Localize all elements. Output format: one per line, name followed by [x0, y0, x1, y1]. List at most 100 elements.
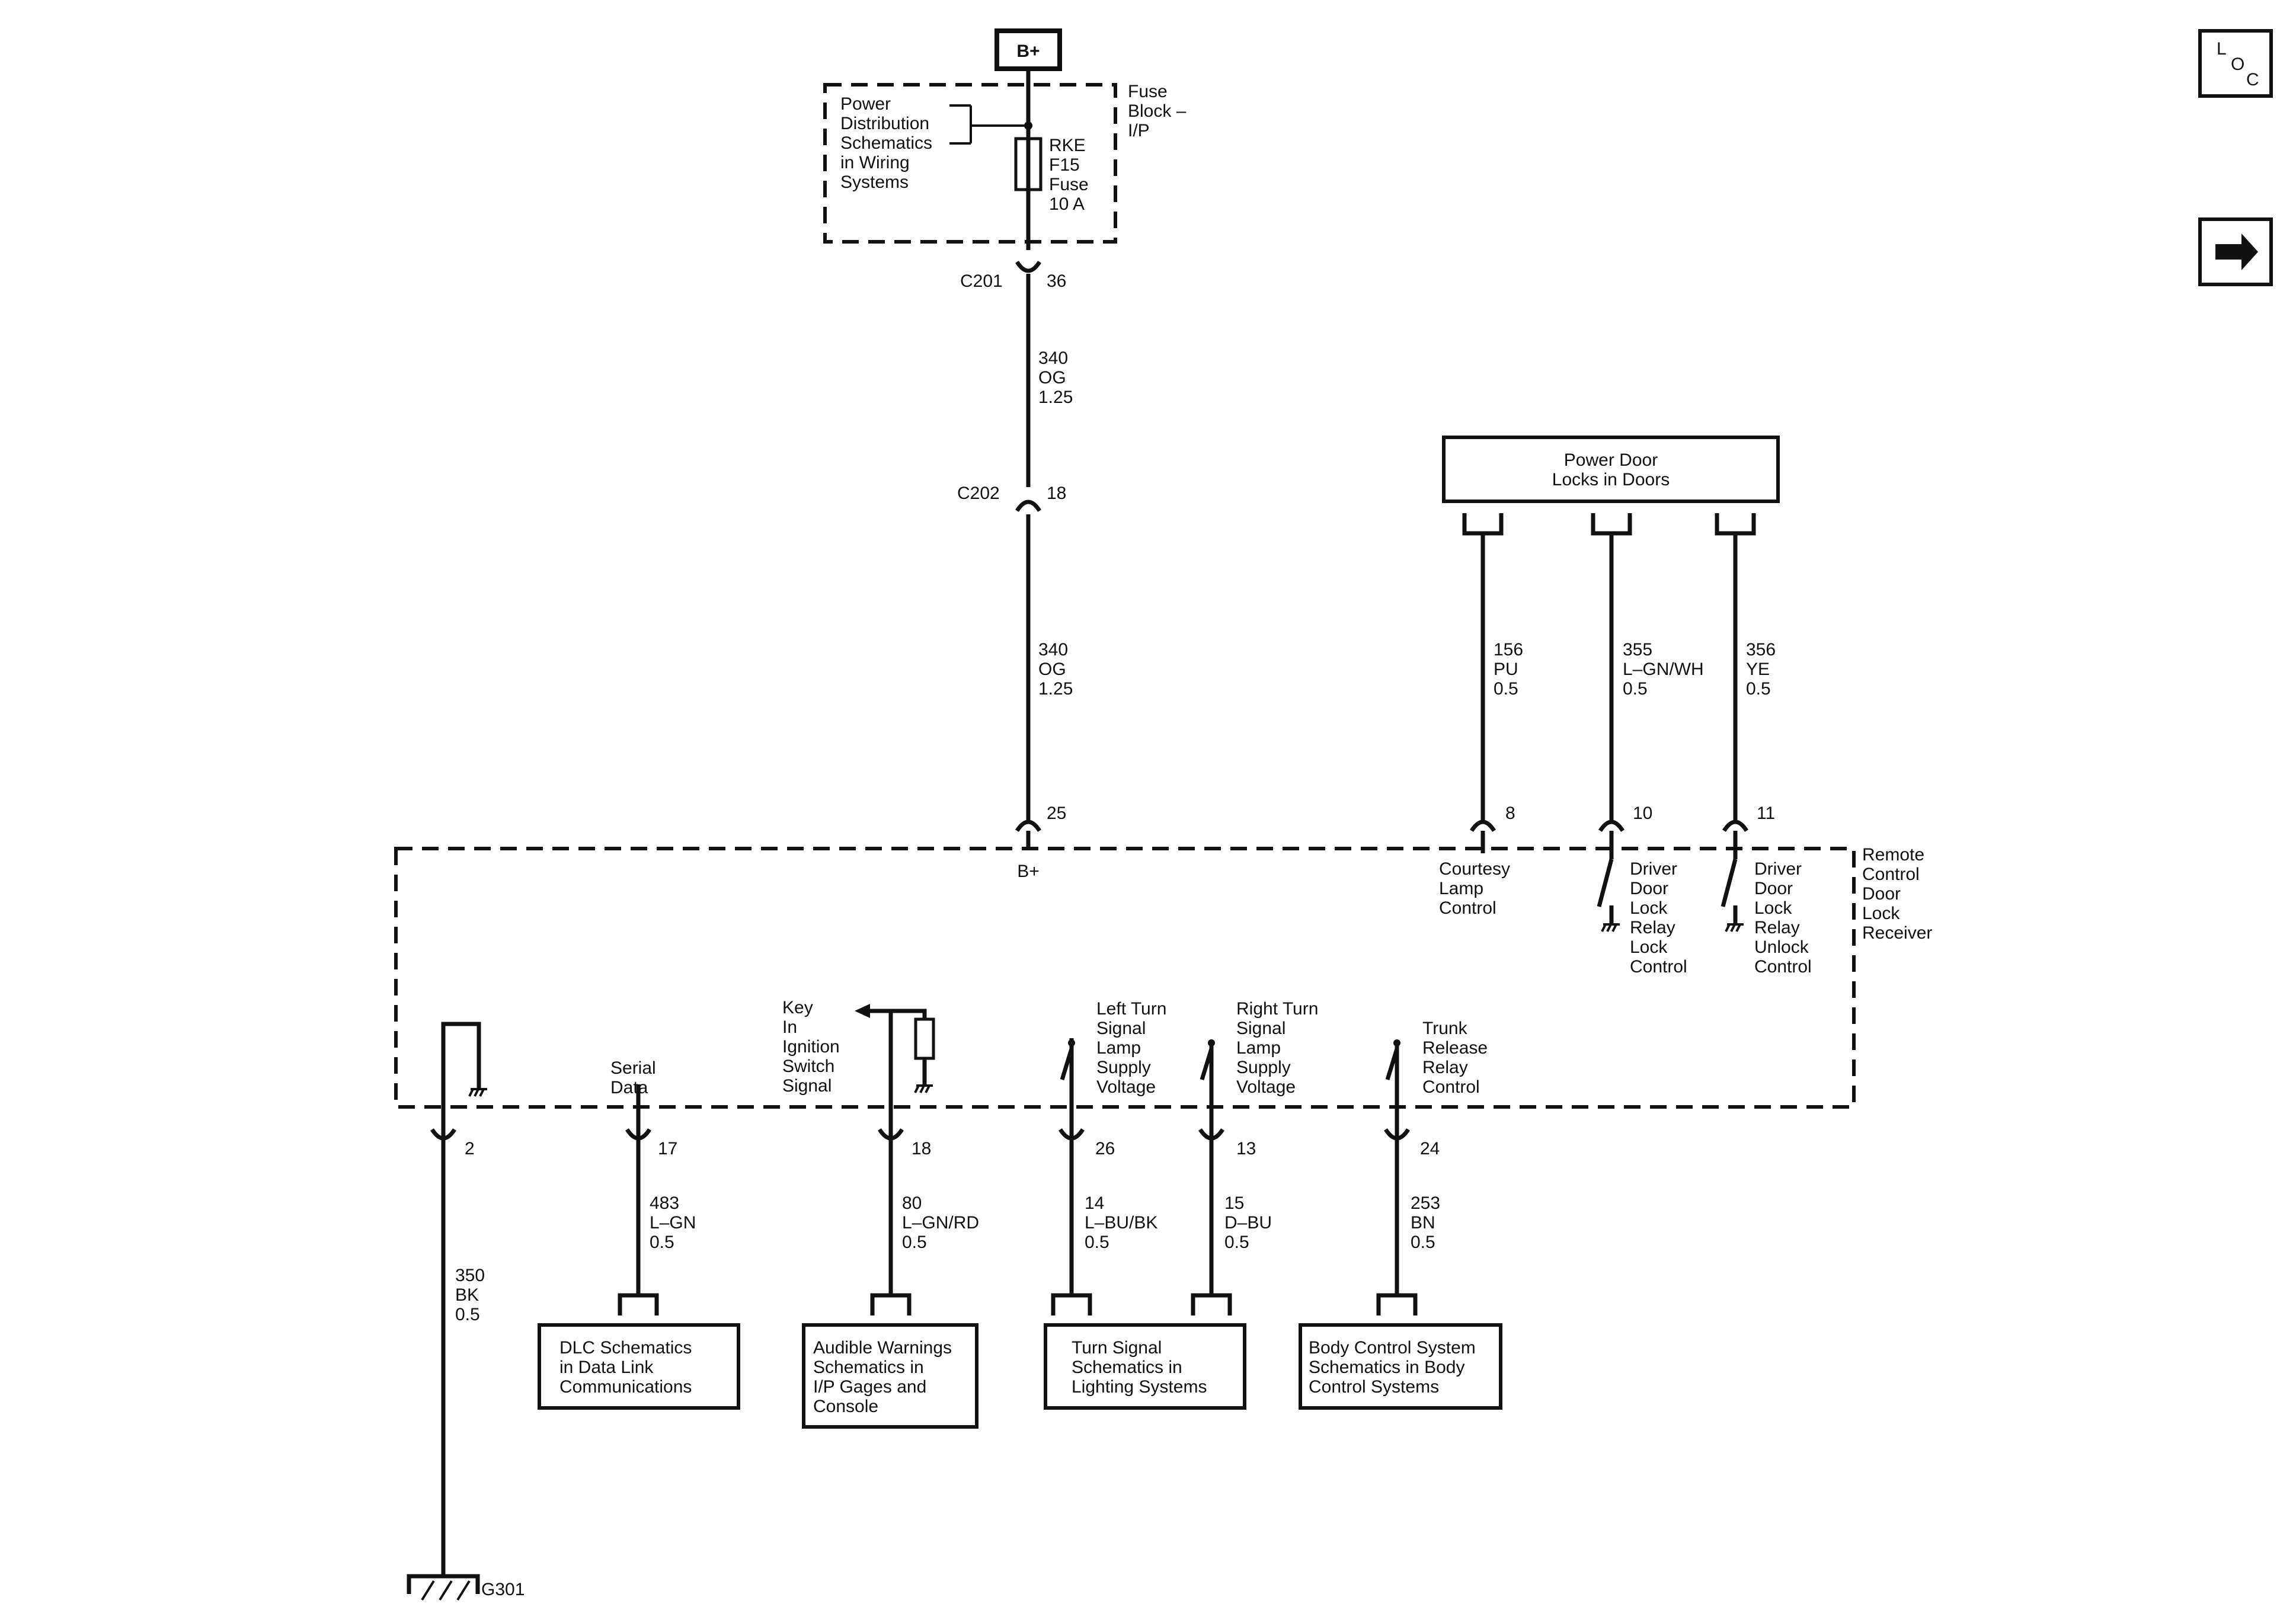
pin-26: 26: [1095, 1139, 1115, 1158]
lt-1: Left Turn: [1096, 999, 1166, 1019]
pd-line-2: Distribution: [840, 114, 929, 133]
w80-2: L–GN/RD: [902, 1213, 979, 1233]
w15-2: D–BU: [1224, 1213, 1272, 1233]
bc-3: Control Systems: [1309, 1377, 1439, 1397]
w356-3: 0.5: [1746, 679, 1771, 699]
serial-data-label: Serial Data: [610, 1058, 656, 1097]
fuse-block-outline: [823, 83, 1117, 244]
aw-1: Audible Warnings: [813, 1338, 952, 1358]
dlc-1: DLC Schematics: [559, 1338, 692, 1358]
w350-3: 0.5: [455, 1305, 480, 1324]
pin-13: 13: [1236, 1139, 1256, 1158]
ul-6: Control: [1754, 957, 1812, 977]
c202-pin: 18: [1047, 484, 1066, 503]
pd-line-4: in Wiring: [840, 153, 910, 172]
lock-control-label: Driver Door Lock Relay Lock Control: [1630, 859, 1687, 977]
w350-1: 350: [455, 1266, 485, 1285]
w340b-1: 340: [1038, 640, 1068, 660]
wire-483: 483 L–GN 0.5: [650, 1193, 696, 1252]
trunk-switch: [1385, 1039, 1400, 1107]
rcv-line-3: Door: [1862, 884, 1901, 904]
bplus-label: B+: [1016, 41, 1040, 61]
wire-15: 15 D–BU 0.5: [1224, 1193, 1272, 1252]
kl-5: Signal: [782, 1076, 832, 1096]
aw-4: Console: [813, 1397, 878, 1416]
wire-340-upper: 340 OG 1.25: [1038, 348, 1073, 407]
loc-c: C: [2246, 70, 2259, 89]
wire-253: 253 BN 0.5: [1411, 1193, 1440, 1252]
lt-4: Supply: [1096, 1058, 1151, 1077]
w350-2: BK: [455, 1285, 479, 1305]
w253-3: 0.5: [1411, 1233, 1435, 1252]
ll-3: Lock: [1630, 898, 1668, 918]
c201-pin: 36: [1047, 271, 1066, 291]
w14-2: L–BU/BK: [1085, 1213, 1157, 1233]
pd-line-3: Schematics: [840, 133, 932, 153]
ul-2: Door: [1754, 879, 1793, 898]
pin-2: 2: [465, 1139, 475, 1158]
ll-2: Door: [1630, 879, 1668, 898]
fuse-line-1: RKE: [1049, 136, 1086, 155]
pdl-line-1: Power Door: [1564, 450, 1658, 470]
pd-line-5: Systems: [840, 172, 909, 192]
c201-name: C201: [960, 271, 1003, 291]
w156-1: 156: [1494, 640, 1523, 660]
ts-1: Turn Signal: [1072, 1338, 1162, 1358]
ul-3: Lock: [1754, 898, 1792, 918]
w483-1: 483: [650, 1193, 679, 1213]
pin-11: 11: [1757, 804, 1775, 823]
w253-2: BN: [1411, 1213, 1435, 1233]
rt-4: Supply: [1236, 1058, 1291, 1077]
fuse-line-3: Fuse: [1049, 175, 1089, 194]
power-distribution-ref: Power Distribution Schematics in Wiring …: [840, 94, 932, 192]
rcv-line-4: Lock: [1862, 904, 1900, 923]
loc-l: L: [2217, 39, 2227, 59]
body-control-box: Body Control System Schematics in Body C…: [1299, 1323, 1502, 1410]
g301-label: G301: [481, 1580, 525, 1599]
bplus-source: B+: [994, 28, 1062, 71]
w355-2: L–GN/WH: [1623, 660, 1704, 679]
fb-line-2: Block –: [1128, 101, 1187, 121]
rcv-line-2: Control: [1862, 865, 1920, 884]
wire-80: 80 L–GN/RD 0.5: [902, 1193, 979, 1252]
cl-2: Lamp: [1439, 879, 1483, 898]
right-turn-label: Right Turn Signal Lamp Supply Voltage: [1236, 999, 1318, 1097]
tr-1: Trunk: [1422, 1019, 1468, 1038]
tr-3: Relay: [1422, 1058, 1468, 1077]
fuse-line-2: F15: [1049, 155, 1080, 175]
loc-icon[interactable]: L O C: [2198, 29, 2273, 98]
ground-g301: G301: [407, 1574, 525, 1601]
power-door-locks-box: Power Door Locks in Doors: [1442, 436, 1780, 503]
kl-2: In: [782, 1017, 797, 1037]
bottom-pins: [430, 1107, 1410, 1141]
w483-2: L–GN: [650, 1213, 696, 1233]
next-arrow-icon[interactable]: [2198, 217, 2273, 286]
rt-2: Signal: [1236, 1019, 1285, 1038]
cl-1: Courtesy: [1439, 859, 1510, 879]
w355-1: 355: [1623, 640, 1652, 660]
w15-3: 0.5: [1224, 1233, 1249, 1252]
aw-2: Schematics in: [813, 1358, 924, 1377]
ul-5: Unlock: [1754, 937, 1809, 957]
ll-5: Lock: [1630, 937, 1668, 957]
tr-4: Control: [1422, 1077, 1480, 1097]
bc-2: Schematics in Body: [1309, 1358, 1464, 1377]
ts-3: Lighting Systems: [1072, 1377, 1207, 1397]
fb-line-1: Fuse: [1128, 82, 1168, 101]
w80-1: 80: [902, 1193, 922, 1213]
left-turn-switch: [1060, 1038, 1075, 1107]
lt-5: Voltage: [1096, 1077, 1156, 1097]
courtesy-label: Courtesy Lamp Control: [1439, 859, 1510, 918]
w340b-3: 1.25: [1038, 679, 1073, 699]
unlock-control-label: Driver Door Lock Relay Unlock Control: [1754, 859, 1812, 977]
w80-3: 0.5: [902, 1233, 927, 1252]
key-label: Key In Ignition Switch Signal: [782, 998, 840, 1096]
dlc-schematics-box: DLC Schematics in Data Link Communicatio…: [538, 1323, 740, 1410]
loc-o: O: [2231, 55, 2244, 74]
fb-line-3: I/P: [1128, 121, 1150, 140]
left-turn-label: Left Turn Signal Lamp Supply Voltage: [1096, 999, 1166, 1097]
kl-3: Ignition: [782, 1037, 840, 1057]
lt-3: Lamp: [1096, 1038, 1141, 1058]
bc-1: Body Control System: [1309, 1338, 1476, 1358]
